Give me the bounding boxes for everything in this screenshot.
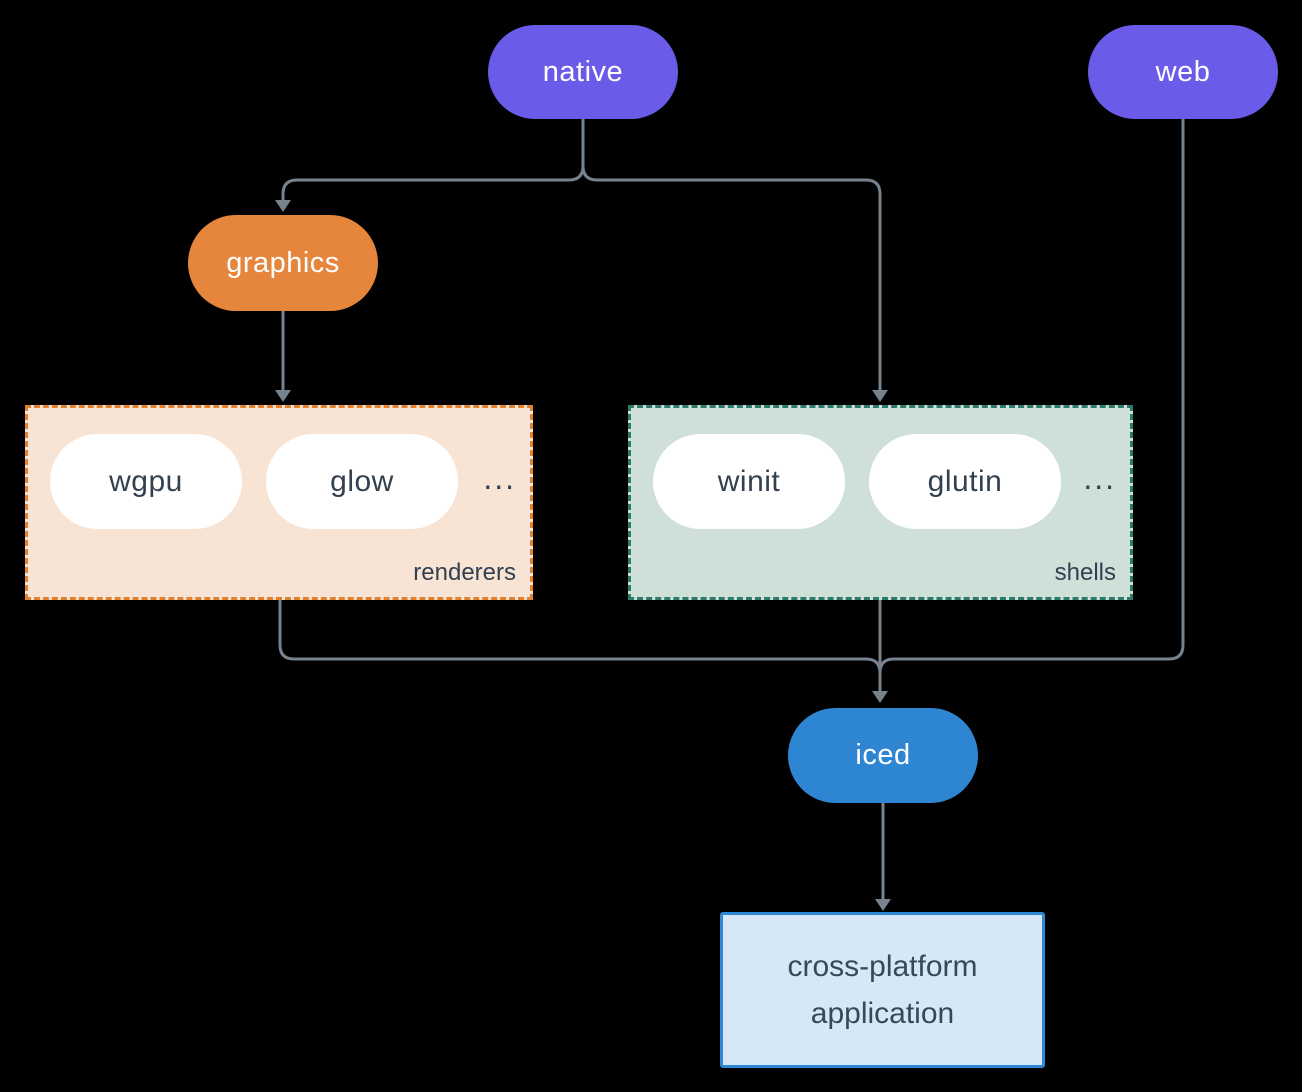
- arrowhead-icon: [875, 899, 891, 911]
- node-wgpu-label: wgpu: [109, 464, 183, 498]
- node-native: native: [488, 25, 678, 119]
- node-glow-label: glow: [330, 464, 394, 498]
- connector-web-to-iced: [878, 119, 1185, 674]
- node-web: web: [1088, 25, 1278, 119]
- connector-native-to-shells: [581, 119, 882, 390]
- node-glutin-label: glutin: [927, 464, 1003, 498]
- application-label-line2: application: [810, 997, 955, 1030]
- node-wgpu: wgpu: [50, 434, 242, 529]
- group-shells: winit glutin ... shells: [628, 405, 1133, 600]
- node-iced-label: iced: [855, 739, 911, 771]
- node-graphics: graphics: [188, 215, 378, 311]
- node-graphics-label: graphics: [226, 246, 340, 279]
- connector-renderers-to-iced: [278, 600, 882, 674]
- node-glow: glow: [266, 434, 458, 529]
- node-native-label: native: [542, 55, 624, 88]
- group-shells-label: shells: [1054, 559, 1116, 586]
- node-winit: winit: [653, 434, 845, 529]
- shells-ellipsis: ...: [1083, 460, 1116, 496]
- node-glutin: glutin: [869, 434, 1061, 529]
- group-renderers: wgpu glow ... renderers: [25, 405, 533, 600]
- arrowhead-icon: [872, 390, 888, 402]
- arrowhead-icon: [872, 691, 888, 703]
- renderers-ellipsis: ...: [483, 460, 516, 496]
- application-label-line1: cross-platform: [787, 950, 978, 983]
- connector-native-to-graphics: [281, 119, 585, 200]
- arrowhead-icon: [275, 390, 291, 402]
- arrowhead-icon: [275, 200, 291, 212]
- node-iced: iced: [788, 708, 978, 803]
- node-winit-label: winit: [717, 464, 781, 498]
- node-cross-platform-application: cross-platform application: [720, 912, 1045, 1068]
- node-web-label: web: [1155, 55, 1211, 88]
- group-renderers-label: renderers: [413, 559, 516, 586]
